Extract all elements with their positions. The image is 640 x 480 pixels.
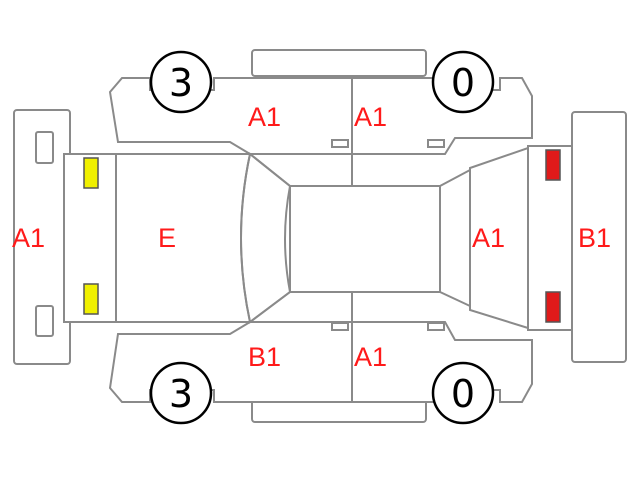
front-left-headlamp xyxy=(83,157,99,189)
tire-front-right-value: 3 xyxy=(169,372,193,416)
code-top-front-door: A1 xyxy=(248,102,281,132)
code-rear-panel: A1 xyxy=(472,223,505,253)
tire-front-right: 3 xyxy=(149,361,213,425)
code-front-bumper: A1 xyxy=(12,223,45,253)
tire-rear-right: 0 xyxy=(431,361,495,425)
windshield xyxy=(240,152,292,324)
tire-rear-right-value: 0 xyxy=(451,372,475,416)
tire-rear-left-value: 0 xyxy=(451,61,475,105)
code-hood: E xyxy=(158,223,176,253)
tire-front-left: 3 xyxy=(149,50,213,114)
rear-right-lamp xyxy=(545,291,561,323)
tire-rear-left: 0 xyxy=(431,50,495,114)
hood xyxy=(115,153,251,323)
rear-left-lamp xyxy=(545,149,561,181)
roof xyxy=(289,185,441,293)
bottom-rear-door-handle xyxy=(427,322,445,331)
code-top-rear-door: A1 xyxy=(354,102,387,132)
code-bottom-front-door: B1 xyxy=(248,342,281,372)
top-rear-door-handle xyxy=(427,139,445,148)
front-left-fog-lamp xyxy=(35,131,54,164)
front-right-headlamp xyxy=(83,283,99,315)
top-side-sill xyxy=(251,49,427,77)
top-front-door-handle xyxy=(331,139,349,148)
code-bottom-rear-door: A1 xyxy=(354,342,387,372)
bottom-front-door-handle xyxy=(331,322,349,331)
front-right-fog-lamp xyxy=(35,305,54,337)
tire-front-left-value: 3 xyxy=(169,61,193,105)
code-rear-bumper: B1 xyxy=(578,223,611,253)
